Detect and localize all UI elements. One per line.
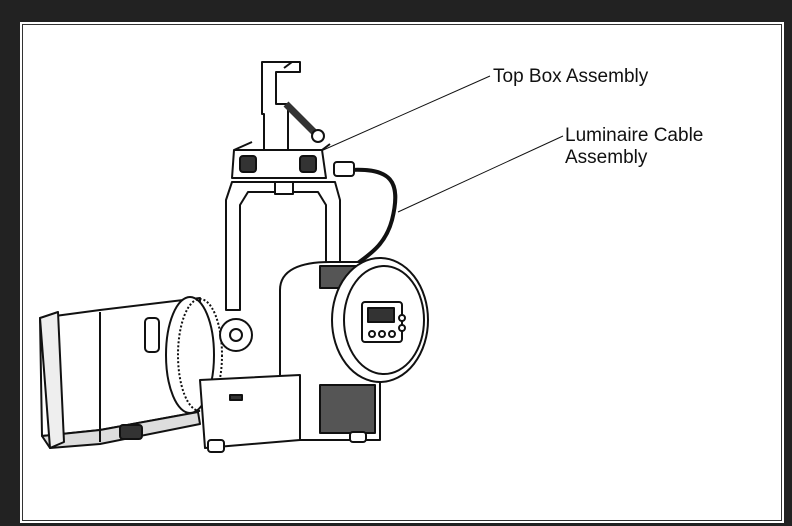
top-box: [231, 141, 331, 179]
frame-top-border: [0, 0, 792, 22]
callout-cable-line1: Luminaire Cable: [565, 125, 704, 146]
luminaire-cable: [333, 161, 398, 270]
mounting-clamp: [261, 61, 325, 151]
frame-right-border: [784, 0, 792, 526]
frame-left-border: [0, 0, 20, 526]
leader-line-cable: [397, 135, 564, 213]
callout-top-box-assembly: Top Box Assembly: [493, 66, 649, 87]
base-feet: [207, 431, 367, 453]
leader-line-top-box: [311, 75, 491, 156]
callout-luminaire-cable-assembly: Luminaire Cable Assembly: [565, 125, 703, 169]
frame-bottom-border: [0, 523, 792, 526]
rear-panel: [331, 257, 429, 383]
lens-barrel: [39, 297, 201, 449]
callout-cable-line2: Assembly: [565, 147, 648, 168]
yoke: [219, 181, 341, 352]
